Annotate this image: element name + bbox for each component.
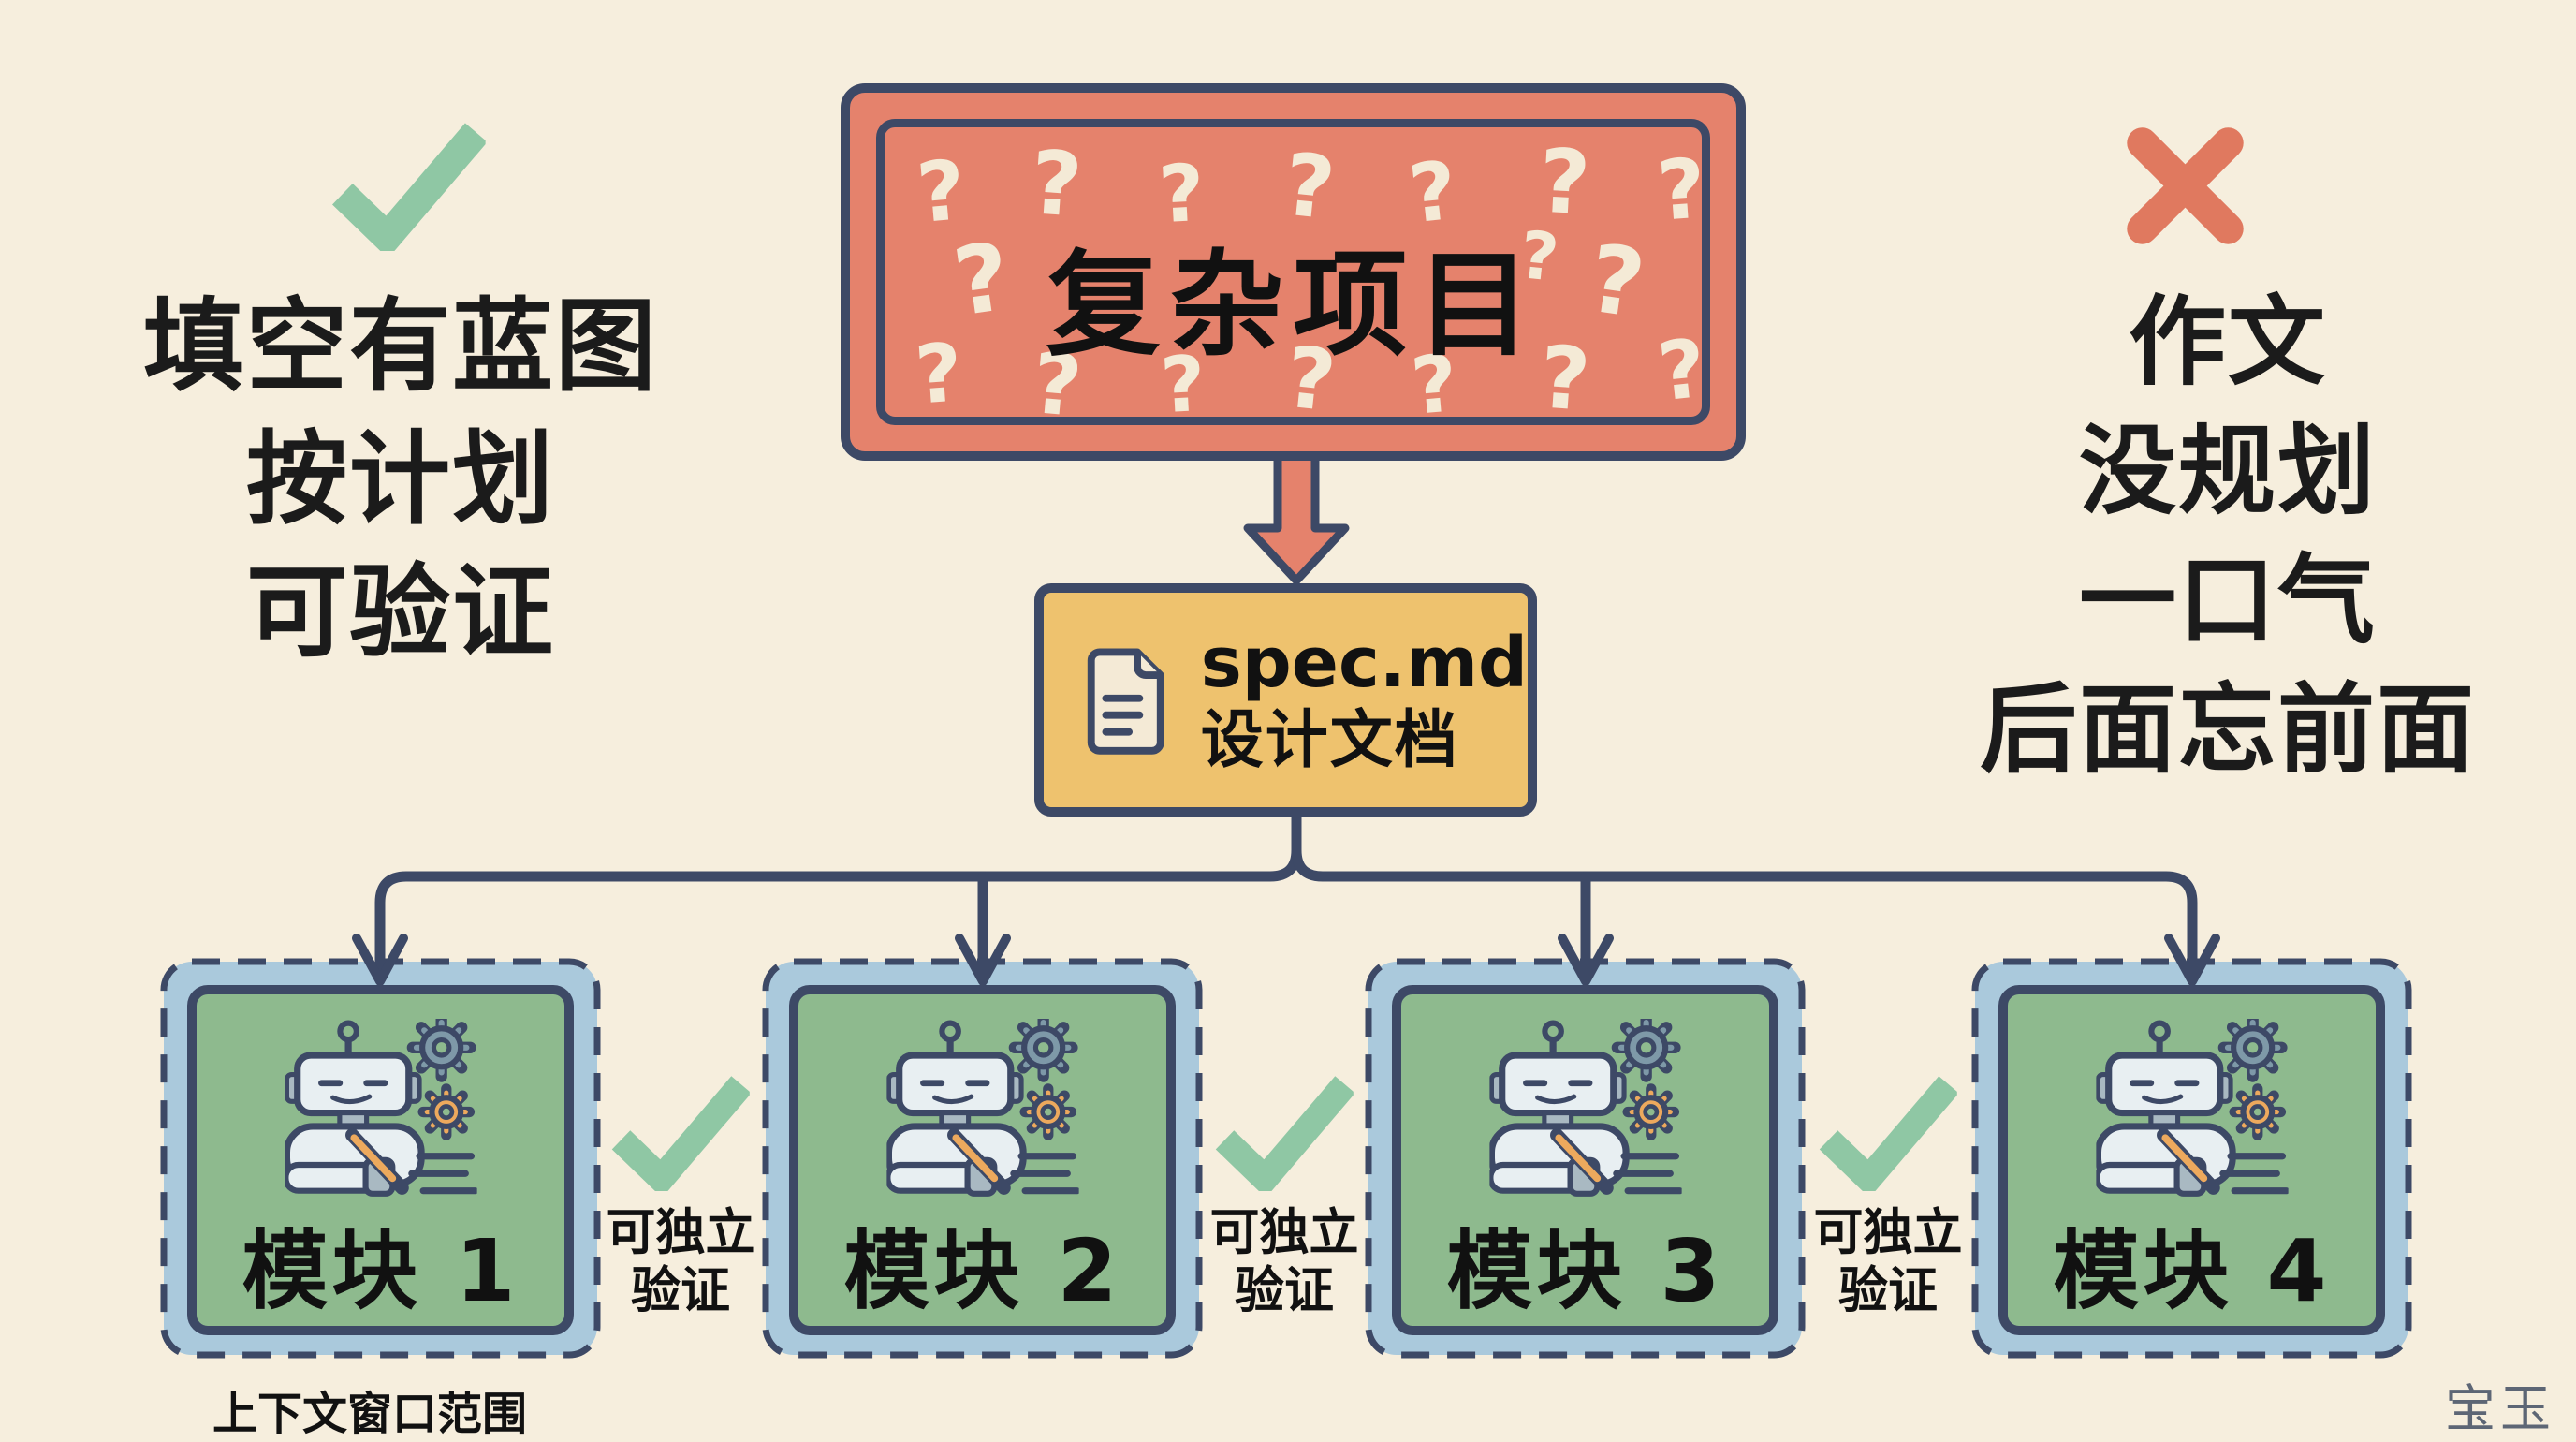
verify-label-line: 验证 <box>631 1262 730 1319</box>
check-icon <box>1819 1075 1957 1191</box>
pro-note: 填空有蓝图 按计划 可验证 <box>110 281 691 680</box>
document-icon <box>1087 647 1164 755</box>
independent-verify-badge: 可独立 验证 <box>596 1075 765 1320</box>
pro-note-line: 填空有蓝图 <box>142 288 658 405</box>
verify-label-line: 验证 <box>1235 1262 1334 1319</box>
watermark: 宝玉 <box>2445 1379 2555 1438</box>
independent-verify-badge: 可独立 验证 <box>1200 1075 1368 1320</box>
con-note-line: 一口气 <box>2078 543 2377 657</box>
verify-label-line: 验证 <box>1838 1262 1938 1319</box>
verify-label-line: 可独立 <box>1813 1204 1963 1261</box>
module-box-4: 模块 4 <box>1975 962 2408 1355</box>
context-window-label: 上下文窗口范围 <box>212 1388 527 1440</box>
spec-subtitle: 设计文档 <box>1200 702 1459 776</box>
x-icon <box>2127 127 2244 244</box>
complex-project-box: ? ? ? ? ? ? ? ? ? ? ? ? ? ? ? ? ? 复杂项目 <box>841 83 1746 461</box>
check-icon <box>611 1075 750 1191</box>
spec-filename: spec.md <box>1200 622 1528 703</box>
robot-icon <box>884 1019 1082 1201</box>
module-box-1: 模块 1 <box>164 962 597 1355</box>
module-box-2: 模块 2 <box>766 962 1199 1355</box>
down-arrow-icon <box>1243 455 1350 585</box>
con-note-line: 后面忘前面 <box>1979 672 2476 787</box>
module-label: 模块 2 <box>843 1221 1121 1321</box>
independent-verify-badge: 可独立 验证 <box>1804 1075 1972 1320</box>
module-inner-2: 模块 2 <box>789 985 1176 1335</box>
verify-label-line: 可独立 <box>606 1204 755 1261</box>
connector-tree <box>352 813 2220 986</box>
module-inner-1: 模块 1 <box>187 985 574 1335</box>
module-label: 模块 4 <box>2053 1221 2331 1321</box>
complex-project-title: 复杂项目 <box>1046 239 1541 372</box>
robot-icon <box>2093 1019 2291 1201</box>
spec-box: spec.md 设计文档 <box>1034 583 1537 817</box>
module-label: 模块 3 <box>1446 1221 1724 1321</box>
verify-label-line: 可独立 <box>1209 1204 1359 1261</box>
con-note: 作文 没规划 一口气 后面忘前面 <box>1928 277 2527 794</box>
pro-note-line: 可验证 <box>245 554 555 671</box>
complex-project-inner-frame <box>876 119 1710 425</box>
module-inner-3: 模块 3 <box>1392 985 1778 1335</box>
module-box-3: 模块 3 <box>1368 962 1802 1355</box>
pro-note-line: 按计划 <box>245 421 555 538</box>
check-icon <box>330 122 487 251</box>
robot-icon <box>282 1019 480 1201</box>
module-inner-4: 模块 4 <box>1998 985 2385 1335</box>
robot-icon <box>1486 1019 1685 1201</box>
check-icon <box>1215 1075 1354 1191</box>
con-note-line: 作文 <box>2128 285 2327 399</box>
module-label: 模块 1 <box>242 1221 520 1321</box>
con-note-line: 没规划 <box>2078 414 2377 528</box>
